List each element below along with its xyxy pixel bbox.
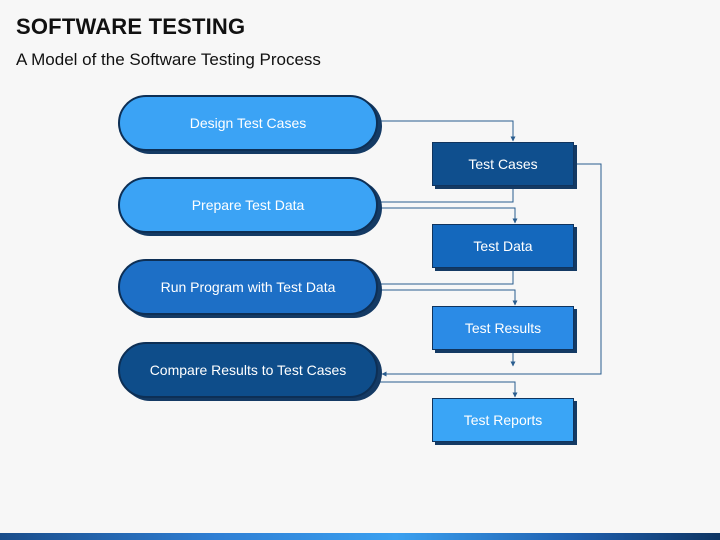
- connector-testcases-to-prepare: [380, 187, 514, 203]
- page-title: SOFTWARE TESTING: [16, 14, 246, 39]
- artifact-test-reports: Test Reports: [432, 398, 574, 442]
- artifact-test-cases: Test Cases: [432, 142, 574, 186]
- step-prepare-test-data: Prepare Test Data: [118, 177, 378, 233]
- connector-prepare-to-testdata: [380, 207, 518, 224]
- step-label: Design Test Cases: [189, 115, 307, 131]
- connector-testdata-to-run: [380, 269, 514, 285]
- artifact-label: Test Reports: [463, 412, 543, 428]
- footer-accent-bar: [0, 533, 720, 540]
- step-label: Run Program with Test Data: [160, 279, 336, 295]
- connector-compare-to-testreports: [380, 381, 518, 398]
- step-label: Prepare Test Data: [191, 197, 305, 213]
- step-compare-results: Compare Results to Test Cases: [118, 342, 378, 398]
- connector-run-to-testresults: [380, 289, 518, 306]
- connector-testcases-to-compare: [381, 163, 602, 377]
- page-subtitle: A Model of the Software Testing Process: [16, 50, 321, 69]
- artifact-test-results: Test Results: [432, 306, 574, 350]
- connector-design-to-testcases: [380, 120, 516, 142]
- step-label: Compare Results to Test Cases: [149, 362, 347, 378]
- step-design-test-cases: Design Test Cases: [118, 95, 378, 151]
- artifact-test-data: Test Data: [432, 224, 574, 268]
- step-run-program: Run Program with Test Data: [118, 259, 378, 315]
- artifact-label: Test Results: [464, 320, 542, 336]
- artifact-label: Test Data: [473, 238, 533, 254]
- artifact-label: Test Cases: [468, 156, 538, 172]
